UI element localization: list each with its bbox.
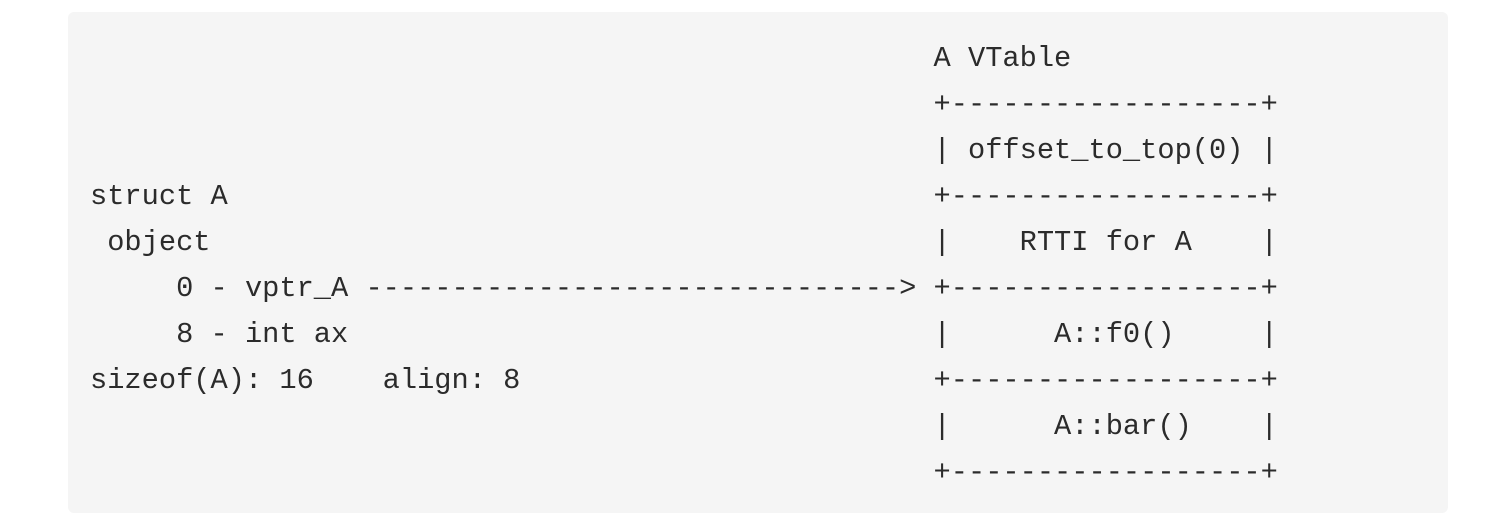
struct-name-line: struct A +------------------+ [90,180,1278,213]
object-label-line: object | RTTI for A | [90,226,1278,259]
vtable-border-line: +------------------+ [90,88,1278,121]
vptr-field-line: 0 - vptr_A -----------------------------… [90,272,1278,305]
vtable-bottom-border-line: +------------------+ [90,456,1278,489]
memory-layout-diagram: A VTable +------------------+ | offset_t… [90,36,1448,496]
int-ax-field-line: 8 - int ax | A::f0() | [90,318,1278,351]
sizeof-align-line: sizeof(A): 16 align: 8 +----------------… [90,364,1278,397]
vtable-title-line: A VTable [90,42,1072,75]
vtable-offset-to-top-line: | offset_to_top(0) | [90,134,1278,167]
vtable-bar-entry-line: | A::bar() | [90,410,1278,443]
code-block: A VTable +------------------+ | offset_t… [68,12,1448,513]
